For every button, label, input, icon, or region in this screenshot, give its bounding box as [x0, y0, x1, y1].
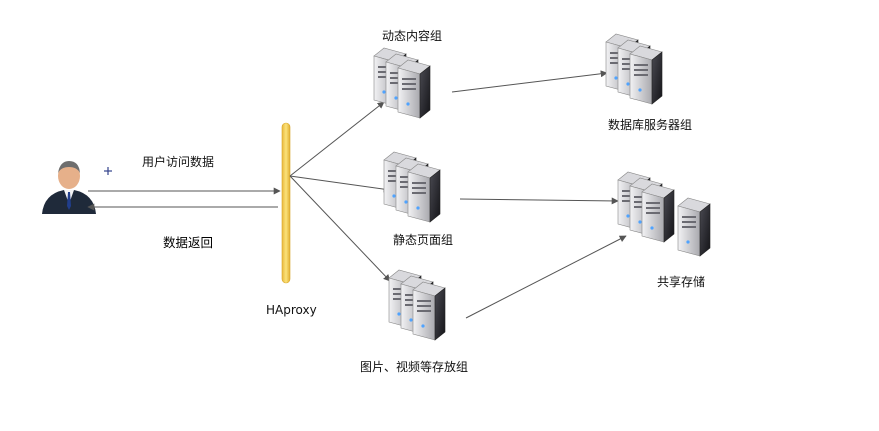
dynamic-group-label: 动态内容组 [382, 28, 442, 43]
user-avatar-icon [42, 161, 96, 214]
arrow-to-static [289, 175, 391, 193]
haproxy-label: HAproxy [266, 303, 317, 317]
haproxy-bar [281, 122, 291, 284]
static-group-servers [384, 152, 440, 222]
db-group-label: 数据库服务器组 [608, 117, 692, 132]
shared-storage-label: 共享存储 [657, 274, 705, 289]
user-request-label: 用户访问数据 [142, 154, 214, 169]
arrow-to-media [289, 175, 391, 282]
arrow-media-to-storage [465, 235, 627, 319]
arrow-to-dynamic [289, 101, 385, 177]
media-group-servers [389, 270, 445, 340]
static-group-label: 静态页面组 [393, 233, 453, 247]
dynamic-group-servers [374, 48, 430, 118]
arrow-static-to-storage [459, 197, 619, 205]
cursor-cross-icon [104, 167, 112, 175]
media-group-label: 图片、视频等存放组 [360, 359, 468, 374]
arrow-dynamic-to-db [451, 70, 608, 93]
db-group-servers [606, 34, 662, 104]
data-return-label: 数据返回 [163, 235, 213, 250]
shared-storage-servers [618, 172, 711, 257]
